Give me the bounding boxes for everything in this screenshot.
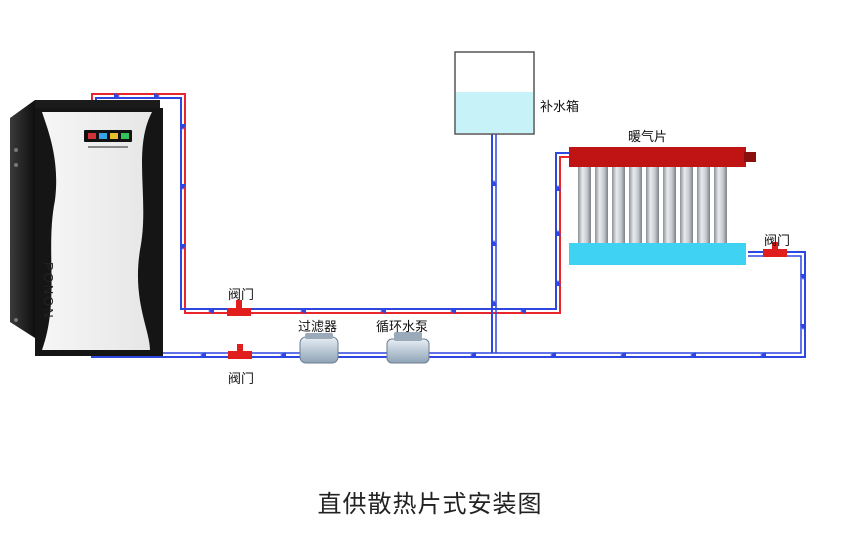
radiator-label: 暖气片 bbox=[628, 130, 668, 145]
flow-arrow-icon bbox=[200, 352, 206, 358]
flow-arrow-icon bbox=[491, 240, 497, 246]
valve-top-icon bbox=[227, 300, 251, 316]
flow-arrows bbox=[114, 93, 806, 358]
valve-bottom-icon bbox=[228, 344, 252, 359]
flow-arrow-icon bbox=[491, 300, 497, 306]
flow-arrow-icon bbox=[180, 124, 186, 130]
filter-icon bbox=[299, 333, 339, 364]
flow-arrow-icon bbox=[690, 352, 696, 358]
radiator-icon bbox=[569, 147, 756, 265]
valve-bottom-label: 阀门 bbox=[228, 372, 255, 387]
supply-pipe bbox=[91, 93, 572, 345]
flow-arrow-icon bbox=[550, 352, 556, 358]
flow-arrow-icon bbox=[154, 93, 160, 99]
flow-arrow-icon bbox=[450, 308, 456, 314]
flow-arrow-icon bbox=[620, 352, 626, 358]
flow-arrow-icon bbox=[800, 274, 806, 280]
valve-right-icon bbox=[763, 242, 787, 257]
flow-arrow-icon bbox=[555, 230, 561, 236]
flow-arrow-icon bbox=[300, 308, 306, 314]
flow-arrow-icon bbox=[800, 324, 806, 330]
pump-icon bbox=[386, 332, 430, 364]
flow-arrow-icon bbox=[470, 352, 476, 358]
tank-icon bbox=[454, 51, 535, 135]
flow-arrow-icon bbox=[280, 352, 286, 358]
flow-arrow-icon bbox=[491, 180, 497, 186]
valve-right-label: 阀门 bbox=[764, 234, 791, 249]
radiator-tubes bbox=[578, 165, 727, 245]
flow-arrow-icon bbox=[180, 184, 186, 190]
flow-arrow-icon bbox=[520, 308, 526, 314]
pump-label: 循环水泵 bbox=[376, 320, 429, 335]
valve-top-label: 阀门 bbox=[228, 288, 255, 303]
flow-arrow-icon bbox=[555, 280, 561, 286]
flow-arrow-icon bbox=[555, 185, 561, 191]
flow-arrow-icon bbox=[114, 93, 120, 99]
flow-arrow-icon bbox=[180, 244, 186, 250]
flow-arrow-icon bbox=[208, 308, 214, 314]
filter-label: 过滤器 bbox=[298, 320, 338, 335]
flow-arrow-icon bbox=[380, 308, 386, 314]
boiler-icon bbox=[10, 100, 163, 356]
boiler-brand: PONON bbox=[41, 262, 56, 320]
tank-label: 补水箱 bbox=[540, 100, 580, 115]
flow-arrow-icon bbox=[760, 352, 766, 358]
diagram-caption: 直供散热片式安装图 bbox=[317, 490, 543, 518]
